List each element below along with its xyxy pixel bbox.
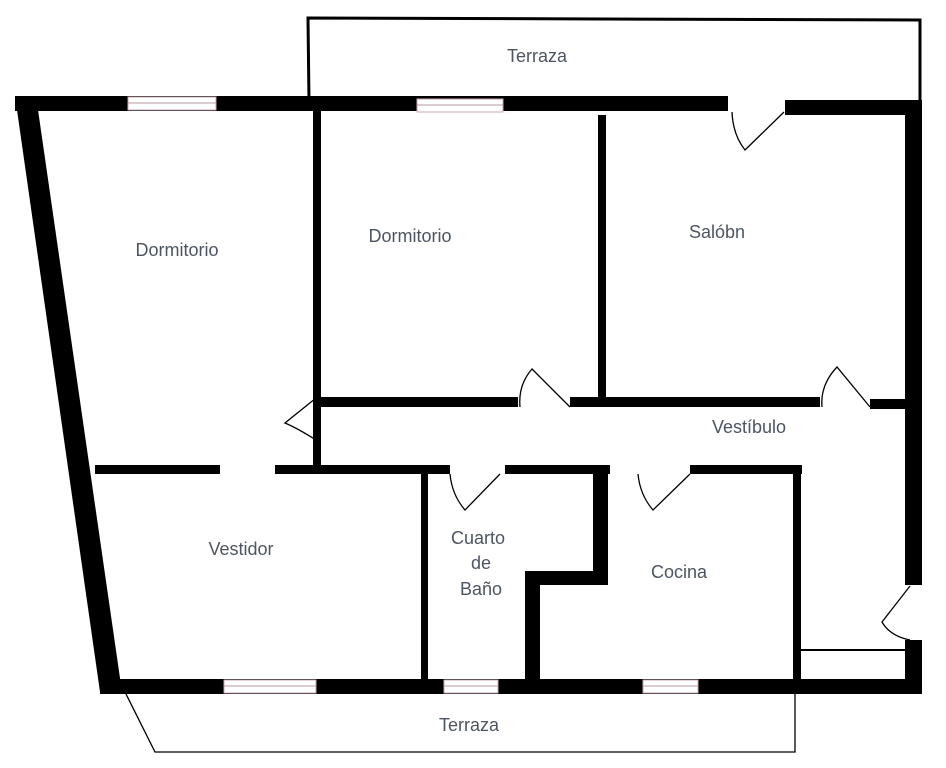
- door-swing: [881, 585, 911, 641]
- doors: [283, 111, 911, 641]
- room-labels: Terraza Dormitorio Dormitorio Salóbn Ves…: [135, 46, 786, 735]
- room-label-bedroom-left: Dormitorio: [135, 240, 218, 260]
- room-label-hall: Vestíbulo: [712, 417, 786, 437]
- door-swing: [821, 366, 871, 408]
- room-label-kitchen: Cocina: [651, 562, 708, 582]
- terrace-top-outline: [306, 16, 922, 104]
- interior-walls: [95, 108, 910, 683]
- door-swing: [449, 473, 501, 511]
- room-label-terrace-bottom: Terraza: [439, 715, 500, 735]
- room-label-bedroom-middle: Dormitorio: [368, 226, 451, 246]
- room-label-dressing-room: Vestidor: [208, 539, 273, 559]
- room-label-terrace-top: Terraza: [507, 46, 568, 66]
- room-label-bathroom: Baño: [460, 579, 502, 599]
- room-label-bathroom: de: [471, 553, 491, 573]
- door-swing: [731, 111, 785, 151]
- windows: [127, 96, 699, 694]
- door-swing: [283, 397, 317, 441]
- exterior-walls: [15, 96, 922, 694]
- room-label-bathroom: Cuarto: [451, 528, 505, 548]
- terrace-bottom-outline: [125, 690, 796, 753]
- room-label-living-room: Salóbn: [689, 222, 745, 242]
- door-swing: [637, 473, 691, 511]
- door-swing: [519, 368, 571, 408]
